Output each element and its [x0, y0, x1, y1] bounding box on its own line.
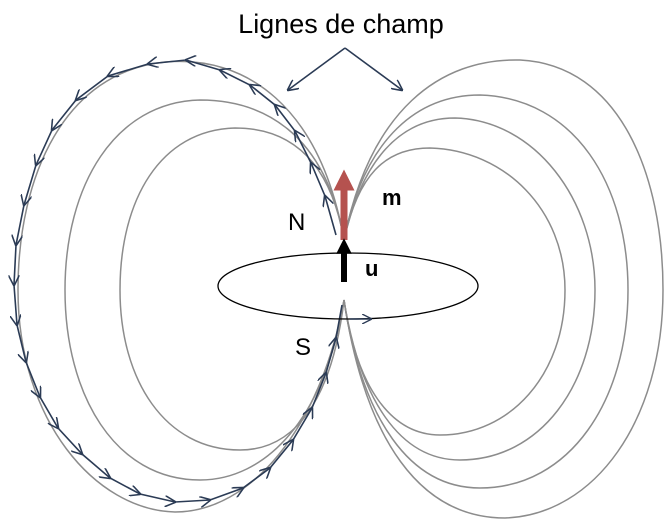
- diagram-title: Lignes de champ: [238, 9, 444, 39]
- right-field-line-4: [343, 147, 566, 436]
- right-field-line-1: [343, 59, 664, 519]
- left-field-lines: [17, 60, 345, 513]
- loop-ellipse: [217, 252, 479, 320]
- traced-field-line: [14, 60, 343, 502]
- right-field-lines: [343, 59, 664, 519]
- moment-label: m: [382, 185, 402, 210]
- right-field-line-2: [343, 94, 629, 489]
- left-field-line-1: [17, 60, 345, 513]
- south-pole-label: S: [295, 334, 311, 361]
- left-field-line-3: [119, 127, 345, 451]
- unit-vector-label: u: [365, 256, 378, 281]
- current-loop: [217, 252, 479, 320]
- left-field-line-2: [64, 99, 345, 481]
- north-pole-label: N: [288, 209, 305, 236]
- right-field-line-3: [343, 117, 596, 461]
- title-pointers: [288, 47, 402, 90]
